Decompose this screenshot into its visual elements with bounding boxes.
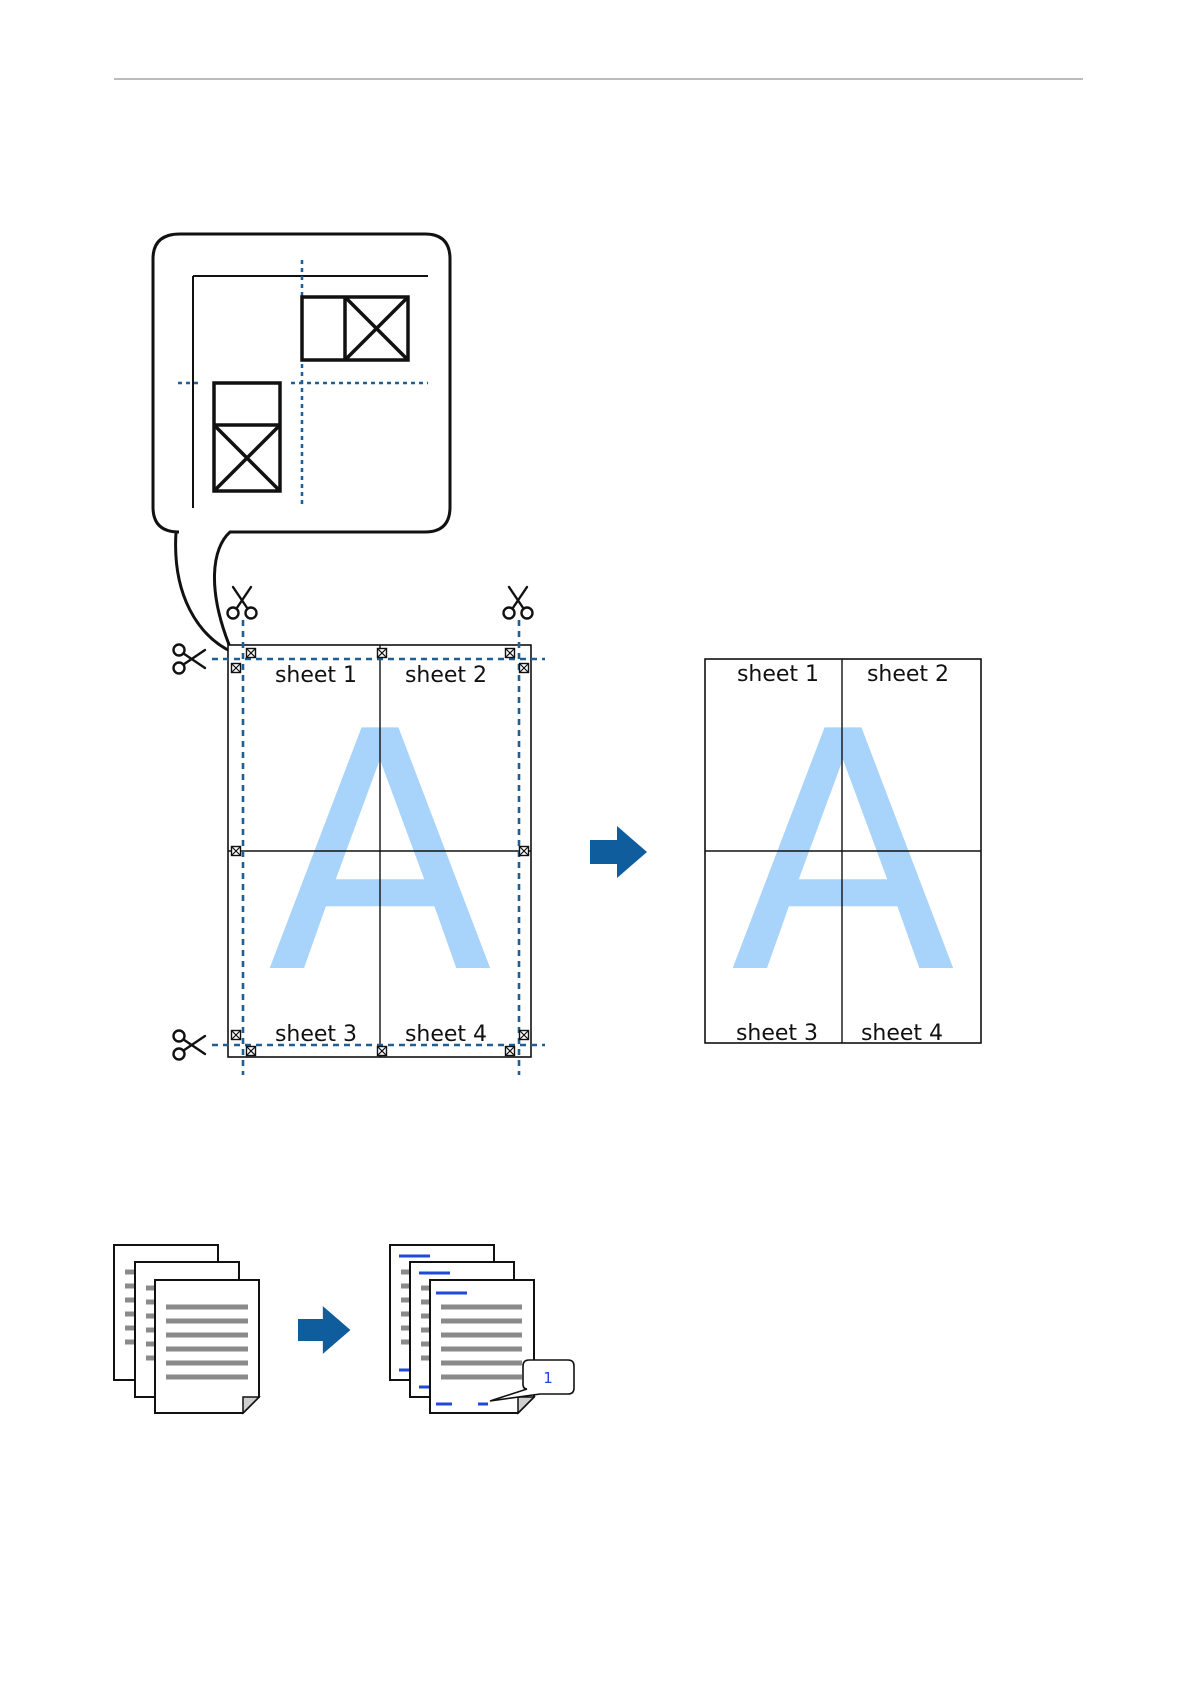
poster-tiled-label-sheet-1: sheet 1 [275, 663, 357, 688]
poster-tiled-label-sheet-3: sheet 3 [275, 1022, 357, 1047]
poster-tiled-label-sheet-4: sheet 4 [405, 1022, 487, 1047]
scissors-icon [504, 587, 533, 619]
scissors-icon [228, 587, 257, 619]
callout-bubble [153, 234, 450, 652]
poster-assembled-watermark: A [730, 662, 957, 1046]
arrow-right-icon [298, 1306, 350, 1354]
page-stack-numbered: 1 [390, 1245, 574, 1413]
page-front [155, 1280, 259, 1413]
page-number-badge: 1 [543, 1369, 553, 1387]
arrow-right-icon [590, 826, 647, 878]
scissors-icon [174, 1031, 206, 1060]
scissors-icon [174, 645, 206, 674]
poster-tiled: A sheet 1 sheet 2 sheet 3 sheet 4 [174, 587, 546, 1075]
poster-assembled: A sheet 1 sheet 2 sheet 3 sheet 4 [705, 659, 981, 1046]
poster-assembled-label-sheet-4: sheet 4 [861, 1021, 943, 1046]
page-stack-plain [114, 1245, 259, 1413]
poster-tiled-label-sheet-2: sheet 2 [405, 663, 487, 688]
poster-assembled-label-sheet-1: sheet 1 [737, 662, 819, 687]
poster-assembled-label-sheet-2: sheet 2 [867, 662, 949, 687]
poster-assembled-label-sheet-3: sheet 3 [736, 1021, 818, 1046]
